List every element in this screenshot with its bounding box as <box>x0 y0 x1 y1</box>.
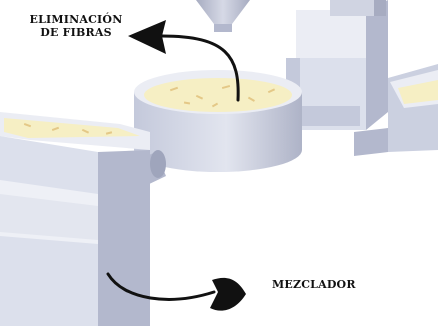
fiber-removal-label-line2: DE FIBRAS <box>40 26 112 39</box>
right-trough-machine <box>354 64 438 156</box>
fiber-removal-tank <box>134 70 302 172</box>
mixer-label: MEZCLADOR <box>272 278 356 291</box>
curved-arrow-right-icon <box>106 272 246 311</box>
fiber-removal-label: ELIMINACIÓN DE FIBRAS <box>6 13 146 39</box>
pipe-to-back-machine <box>300 106 360 126</box>
hopper-funnel <box>196 0 250 32</box>
fiber-removal-label-line1: ELIMINACIÓN <box>29 13 123 26</box>
mixer-machine <box>0 112 150 326</box>
curved-arrow-up-left-icon <box>128 20 240 102</box>
